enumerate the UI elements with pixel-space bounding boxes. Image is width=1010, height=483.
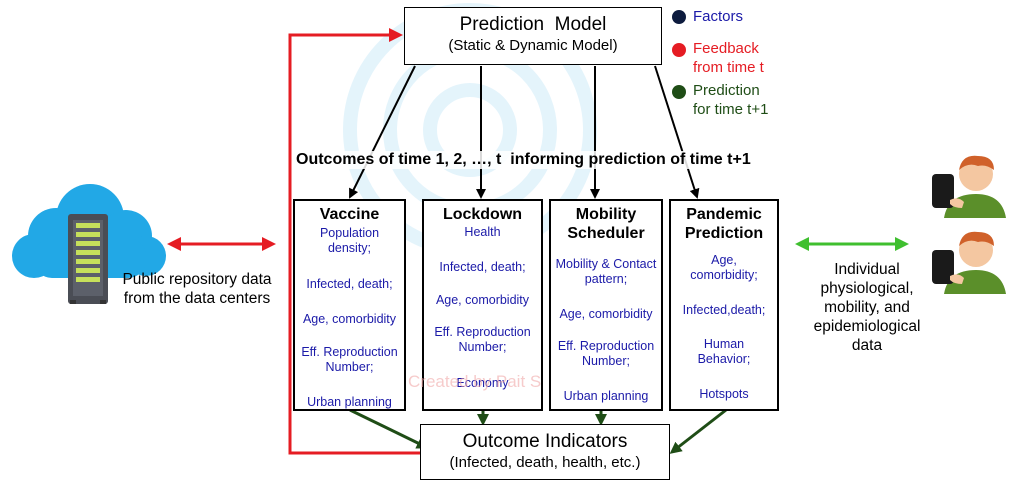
- legend-feedback-line2: from time t: [693, 59, 764, 76]
- feedback-loop-arrow: [288, 28, 420, 455]
- pandemic-factor: Hotspots: [699, 387, 749, 401]
- cloud-server-icon: [6, 178, 170, 308]
- module-mobility-scheduler: Mobility Scheduler Mobility & Contact pa…: [549, 199, 663, 411]
- module-pandemic-title: Pandemic Prediction: [684, 206, 764, 242]
- public-repository-text: Public repository data from the data cen…: [122, 271, 272, 307]
- mobility-factor: Mobility & Contact pattern;: [555, 257, 657, 286]
- pandemic-factor: Human Behavior;: [697, 337, 751, 366]
- legend-factors-dot: [672, 10, 686, 24]
- pandemic-to-outcome-arrow: [669, 408, 727, 454]
- outcome-indicators-subtitle: (Infected, death, health, etc.): [449, 454, 641, 471]
- lockdown-factor: Infected, death;: [439, 260, 526, 274]
- legend-feedback-dot: [672, 43, 686, 57]
- legend-prediction-dot: [672, 85, 686, 99]
- module-lockdown-title: Lockdown: [442, 206, 523, 223]
- outcome-indicators-title: Outcome Indicators: [462, 431, 628, 452]
- lockdown-factor: Age, comorbidity: [435, 293, 530, 307]
- module-vaccine: Vaccine Population density; Infected, de…: [293, 199, 406, 411]
- legend-feedback-line1: Feedback: [693, 40, 759, 57]
- prediction-model-box: Prediction Model (Static & Dynamic Model…: [404, 7, 662, 65]
- pandemic-factor: Infected,death;: [682, 303, 766, 317]
- lockdown-factor: Health: [464, 225, 501, 239]
- module-vaccine-title: Vaccine: [319, 206, 380, 223]
- vaccine-to-outcome-arrow: [349, 408, 429, 449]
- legend: Factors Feedback from time t Prediction …: [672, 6, 802, 126]
- module-mobility-title: Mobility Scheduler: [567, 206, 645, 242]
- vaccine-factor: Population density;: [319, 226, 380, 255]
- legend-prediction-line1: Prediction: [693, 82, 760, 99]
- mobility-factor: Urban planning: [563, 389, 649, 403]
- mobility-factor: Age, comorbidity: [559, 307, 653, 321]
- lockdown-factor: Economy: [456, 376, 509, 390]
- individual-data-text: Individual physiological, mobility, and …: [813, 261, 921, 354]
- module-lockdown: Lockdown Health Infected, death; Age, co…: [422, 199, 543, 411]
- watermark-text: Created by Pait S: [408, 372, 542, 391]
- legend-factors-label: Factors: [693, 8, 744, 25]
- vaccine-factor: Infected, death;: [306, 277, 393, 291]
- prediction-model-title: Prediction Model: [459, 14, 607, 35]
- legend-prediction-label: Prediction for time t+1: [693, 81, 768, 119]
- person-tablet-icon: [926, 228, 1006, 294]
- legend-feedback-label: Feedback from time t: [693, 39, 764, 77]
- lockdown-factor: Eff. Reproduction Number;: [434, 325, 531, 354]
- vaccine-factor: Urban planning: [307, 395, 392, 409]
- legend-prediction-line2: for time t+1: [693, 101, 769, 118]
- vaccine-factor: Age, comorbidity: [302, 312, 397, 326]
- vaccine-factor: Eff. Reproduction Number;: [301, 345, 398, 374]
- prediction-model-subtitle: (Static & Dynamic Model): [448, 37, 618, 54]
- mobility-factor: Eff. Reproduction Number;: [557, 339, 655, 368]
- outcomes-caption: Outcomes of time 1, 2, …, t informing pr…: [296, 151, 796, 169]
- module-pandemic-prediction: Pandemic Prediction Age, comorbidity; In…: [669, 199, 779, 411]
- outcome-indicators-box: Outcome Indicators (Infected, death, hea…: [420, 424, 670, 480]
- model-to-pandemic-arrow: [654, 65, 700, 199]
- person-tablet-icon: [926, 152, 1006, 218]
- pandemic-factor: Age, comorbidity;: [690, 253, 758, 282]
- model-to-vaccine-arrow: [349, 65, 416, 199]
